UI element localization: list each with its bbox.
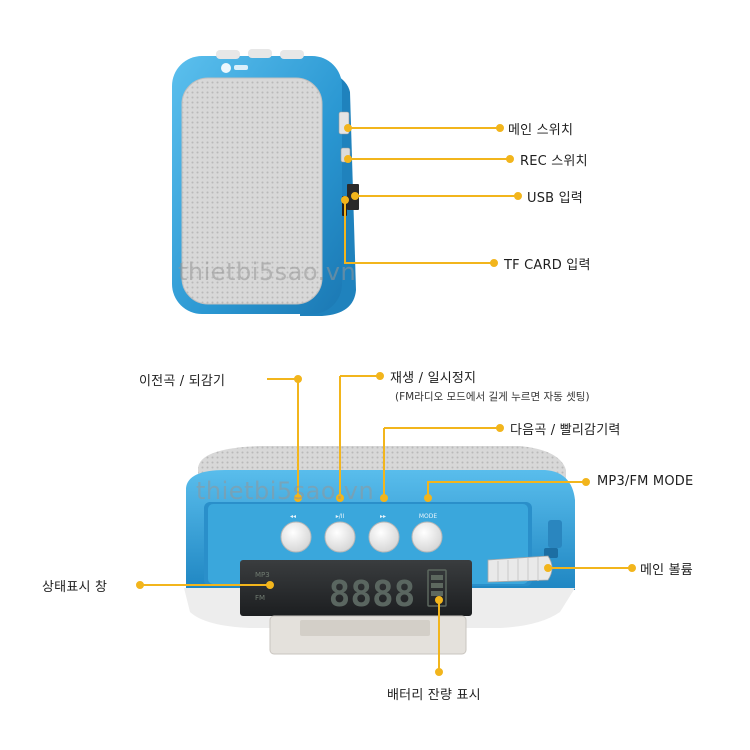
svg-text:◂◂: ◂◂: [290, 513, 296, 520]
label-play-pause: 재생 / 일시정지: [390, 371, 477, 386]
mode-caption: MODE: [419, 513, 438, 520]
label-play-pause-note: (FM라디오 모드에서 길게 누르면 자동 셋팅): [395, 391, 590, 403]
label-prev-rewind: 이전곡 / 되감기: [139, 374, 226, 389]
label-main-switch: 메인 스위치: [508, 123, 574, 138]
label-rec-switch: REC 스위치: [520, 154, 588, 169]
lcd-digits: 8888: [329, 574, 416, 615]
prev-button: [280, 521, 312, 553]
svg-text:▸▸: ▸▸: [380, 513, 386, 520]
mode-button: [411, 521, 443, 553]
watermark-bottom: thietbi5sao.vn: [196, 477, 375, 505]
label-next-fastforward: 다음곡 / 빨리감기력: [510, 423, 621, 438]
svg-text:MP3: MP3: [255, 571, 270, 579]
label-mp3-fm-mode: MP3/FM MODE: [597, 474, 694, 489]
label-battery-display: 배터리 잔량 표시: [387, 688, 481, 703]
svg-text:FM: FM: [255, 594, 265, 602]
lcd-window: [240, 560, 472, 616]
label-tf-card-input: TF CARD 입력: [504, 258, 591, 273]
svg-text:▸/II: ▸/II: [336, 513, 345, 520]
watermark-top: thietbi5sao.vn: [178, 258, 357, 286]
speaker-device-bottom: ◂◂ ▸/II ▸▸ MODE MP3 FM 8888: [184, 446, 575, 655]
label-main-volume: 메인 볼륨: [640, 563, 693, 578]
callout-lines: [136, 124, 636, 676]
label-usb-input: USB 입력: [527, 191, 583, 206]
next-button: [368, 521, 400, 553]
play-pause-button: [324, 521, 356, 553]
label-status-window: 상태표시 창: [42, 580, 108, 595]
speaker-device-top: [172, 49, 359, 316]
volume-wheel: [487, 555, 553, 583]
